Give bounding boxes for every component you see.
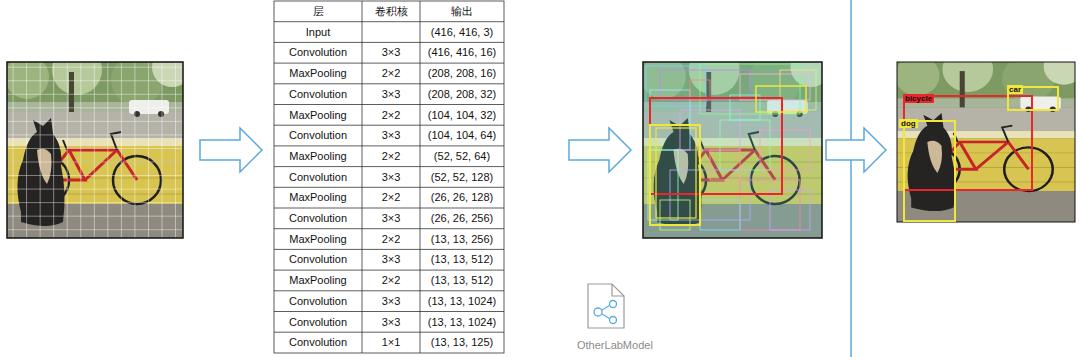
watermark: OtherLabModel (577, 339, 653, 351)
table-header: 输出 (420, 1, 504, 22)
table-cell: Convolution (274, 332, 362, 353)
detection-box: dog (903, 120, 956, 222)
table-cell: 3×3 (362, 42, 420, 63)
table-cell: Convolution (274, 208, 362, 229)
divider-line (850, 0, 852, 357)
table-cell: 3×3 (362, 167, 420, 188)
table-cell: Convolution (274, 291, 362, 312)
table-cell: (13, 13, 1024) (420, 291, 504, 312)
table-cell: (13, 13, 125) (420, 332, 504, 353)
table-cell: 3×3 (362, 249, 420, 270)
table-cell: (208, 208, 16) (420, 63, 504, 84)
table-cell: MaxPooling (274, 270, 362, 291)
table-cell: Convolution (274, 249, 362, 270)
table-cell: (13, 13, 1024) (420, 312, 504, 333)
candidate-boxes-image (641, 45, 831, 238)
table-cell: 3×3 (362, 312, 420, 333)
table-cell: 2×2 (362, 146, 420, 167)
table-cell: 2×2 (362, 105, 420, 126)
table-cell: Convolution (274, 167, 362, 188)
table-cell: (13, 13, 256) (420, 229, 504, 250)
watermark-icon (588, 284, 624, 328)
table-cell: Convolution (274, 125, 362, 146)
table-cell: 3×3 (362, 125, 420, 146)
table-cell: MaxPooling (274, 229, 362, 250)
table-cell: Convolution (274, 312, 362, 333)
table-cell: (208, 208, 32) (420, 84, 504, 105)
table-cell: (52, 52, 128) (420, 167, 504, 188)
detection-box: car (1007, 86, 1059, 111)
table-cell: (26, 26, 128) (420, 187, 504, 208)
table-cell: 3×3 (362, 84, 420, 105)
table-cell: 2×2 (362, 229, 420, 250)
table-cell: MaxPooling (274, 187, 362, 208)
table-cell: 3×3 (362, 291, 420, 312)
block-arrow (569, 128, 631, 172)
block-arrow (200, 128, 262, 172)
table-cell: Input (274, 22, 362, 43)
table-cell: MaxPooling (274, 63, 362, 84)
table-cell: 2×2 (362, 187, 420, 208)
table-header: 层 (274, 1, 362, 22)
table-cell: (52, 52, 64) (420, 146, 504, 167)
table-cell: Convolution (274, 84, 362, 105)
table-cell: MaxPooling (274, 105, 362, 126)
table-cell: 1×1 (362, 332, 420, 353)
table-cell: (26, 26, 256) (420, 208, 504, 229)
input-image (5, 45, 192, 238)
class-label: bicycle (903, 94, 934, 103)
table-cell: (416, 416, 3) (420, 22, 504, 43)
table-cell: 3×3 (362, 208, 420, 229)
table-header: 卷积核 (362, 1, 420, 22)
table-cell: Convolution (274, 42, 362, 63)
block-arrow (826, 128, 886, 172)
class-label: car (1007, 85, 1023, 94)
layer-table (274, 1, 504, 353)
table-cell: (104, 104, 32) (420, 105, 504, 126)
table-cell: 2×2 (362, 63, 420, 84)
table-cell: (416, 416, 16) (420, 42, 504, 63)
table-cell: (13, 13, 512) (420, 249, 504, 270)
class-label: dog (899, 119, 918, 128)
table-cell: (104, 104, 64) (420, 125, 504, 146)
table-cell: (13, 13, 512) (420, 270, 504, 291)
table-cell: MaxPooling (274, 146, 362, 167)
output-image (895, 47, 1080, 222)
table-cell: 2×2 (362, 270, 420, 291)
